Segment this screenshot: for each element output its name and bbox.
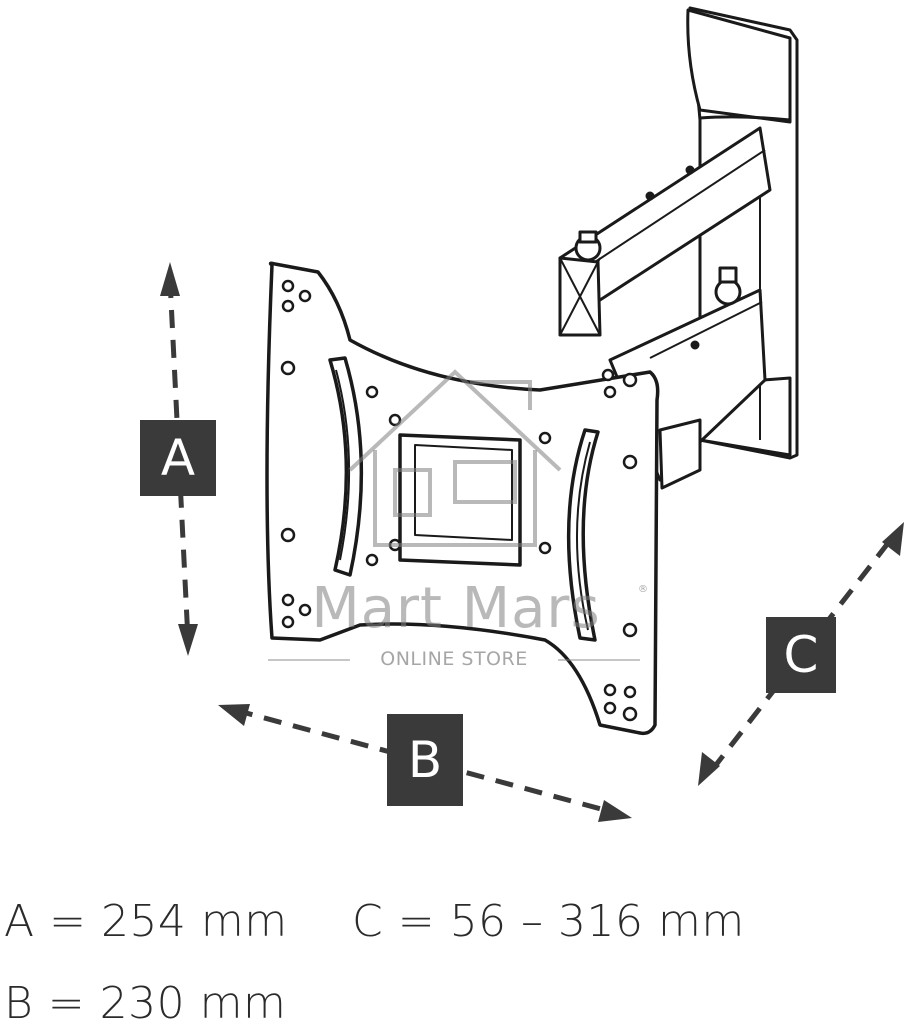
arrow-head-b-left [218, 704, 250, 726]
spec-b-dimension: B = 230 mm [4, 978, 287, 1029]
spec-a-dimension: A = 254 mm [4, 896, 288, 947]
spec-c-dimension: C = 56 – 316 mm [352, 896, 745, 947]
watermark-rule-lines [268, 659, 640, 661]
arrow-head-a-top [160, 262, 180, 296]
label-b: B [387, 714, 463, 806]
label-c: C [766, 617, 836, 693]
watermark-tagline: ONLINE STORE [380, 648, 528, 670]
vesa-plate [265, 261, 660, 736]
upper-arm [558, 126, 772, 337]
watermark-house-icon [348, 369, 562, 547]
watermark-brand: Mart Mars [311, 576, 601, 641]
arrow-head-b-right [598, 800, 632, 822]
arrow-head-a-bottom [178, 624, 198, 656]
watermark-registered-mark: ® [638, 584, 648, 595]
label-a: A [140, 420, 216, 496]
arrow-head-c-bottom [698, 752, 720, 786]
arrow-head-c-top [882, 522, 904, 556]
dimension-arrow-c [710, 536, 894, 772]
